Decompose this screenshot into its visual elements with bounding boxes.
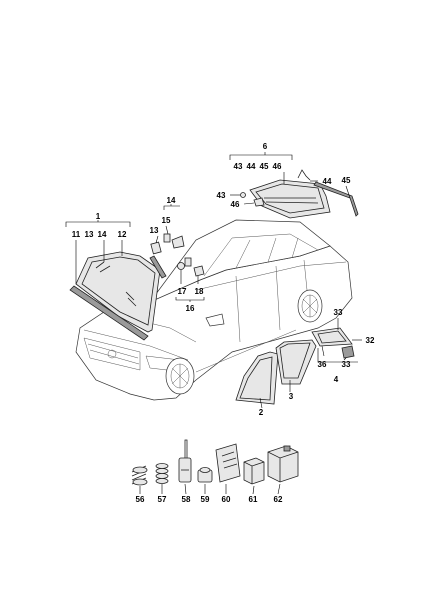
leader-lines bbox=[65, 152, 362, 495]
callout-43-group: 43 bbox=[234, 162, 243, 171]
callout-3: 3 bbox=[289, 392, 294, 401]
callout-16: 16 bbox=[186, 304, 195, 313]
callout-11: 11 bbox=[72, 230, 81, 239]
callout-46: 46 bbox=[231, 200, 240, 209]
callout-1: 1 bbox=[96, 212, 101, 221]
quarter-glass bbox=[311, 327, 355, 359]
clip-46 bbox=[253, 197, 265, 207]
callout-62: 62 bbox=[274, 495, 283, 504]
callout-13-mount: 13 bbox=[150, 226, 159, 235]
rear-door-glass bbox=[275, 339, 317, 385]
accessories bbox=[131, 439, 299, 486]
windshield-side-moulding bbox=[149, 255, 167, 279]
front-door-glass bbox=[235, 351, 279, 405]
callout-44: 44 bbox=[323, 177, 332, 186]
rear-window-glass bbox=[249, 179, 331, 219]
callout-61: 61 bbox=[249, 495, 258, 504]
callout-labels: 1 11 13 14 12 14 15 13 17 18 16 6 43 44 … bbox=[72, 142, 375, 504]
part-58 bbox=[178, 439, 192, 483]
callout-33-top: 33 bbox=[334, 308, 343, 317]
clip-18 bbox=[193, 265, 205, 277]
callout-43: 43 bbox=[217, 191, 226, 200]
callout-2: 2 bbox=[259, 408, 264, 417]
callout-6: 6 bbox=[263, 142, 268, 151]
callout-46-group: 46 bbox=[273, 162, 282, 171]
part-62 bbox=[267, 445, 299, 483]
clip-16 bbox=[184, 257, 192, 267]
callout-57: 57 bbox=[158, 495, 167, 504]
callout-17: 17 bbox=[178, 287, 187, 296]
clip-44 bbox=[297, 169, 311, 181]
callout-58: 58 bbox=[182, 495, 191, 504]
callout-13-windshield: 13 bbox=[85, 230, 94, 239]
part-56 bbox=[131, 465, 148, 486]
rear-side-trim-45 bbox=[313, 181, 359, 217]
callout-44-group: 44 bbox=[247, 162, 256, 171]
clip-43 bbox=[240, 192, 246, 198]
windshield-assembly bbox=[69, 251, 167, 341]
windshield-mount-parts bbox=[150, 233, 205, 277]
rear-window-assembly bbox=[240, 169, 359, 219]
callout-14-windshield: 14 bbox=[98, 230, 107, 239]
callout-18: 18 bbox=[195, 287, 204, 296]
callout-32: 32 bbox=[366, 336, 375, 345]
callout-45: 45 bbox=[342, 176, 351, 185]
part-57 bbox=[155, 463, 169, 484]
callout-15: 15 bbox=[162, 216, 171, 225]
callout-36: 36 bbox=[318, 360, 327, 369]
callout-33-bottom: 33 bbox=[342, 360, 351, 369]
clip-17 bbox=[177, 262, 185, 270]
callout-14-mount: 14 bbox=[167, 196, 176, 205]
callout-12: 12 bbox=[118, 230, 127, 239]
part-59 bbox=[197, 467, 213, 483]
callout-56: 56 bbox=[136, 495, 145, 504]
mirror-mount-13 bbox=[150, 241, 162, 255]
windshield-lower-moulding bbox=[69, 285, 149, 341]
callout-4: 4 bbox=[334, 375, 339, 384]
car-body bbox=[75, 219, 353, 401]
clip-15 bbox=[171, 235, 185, 249]
part-61 bbox=[243, 457, 265, 485]
callout-45-group: 45 bbox=[260, 162, 269, 171]
callout-60: 60 bbox=[222, 495, 231, 504]
callout-59: 59 bbox=[201, 495, 210, 504]
part-60 bbox=[215, 443, 241, 483]
clip-36 bbox=[341, 345, 355, 359]
clip-14 bbox=[163, 233, 171, 243]
